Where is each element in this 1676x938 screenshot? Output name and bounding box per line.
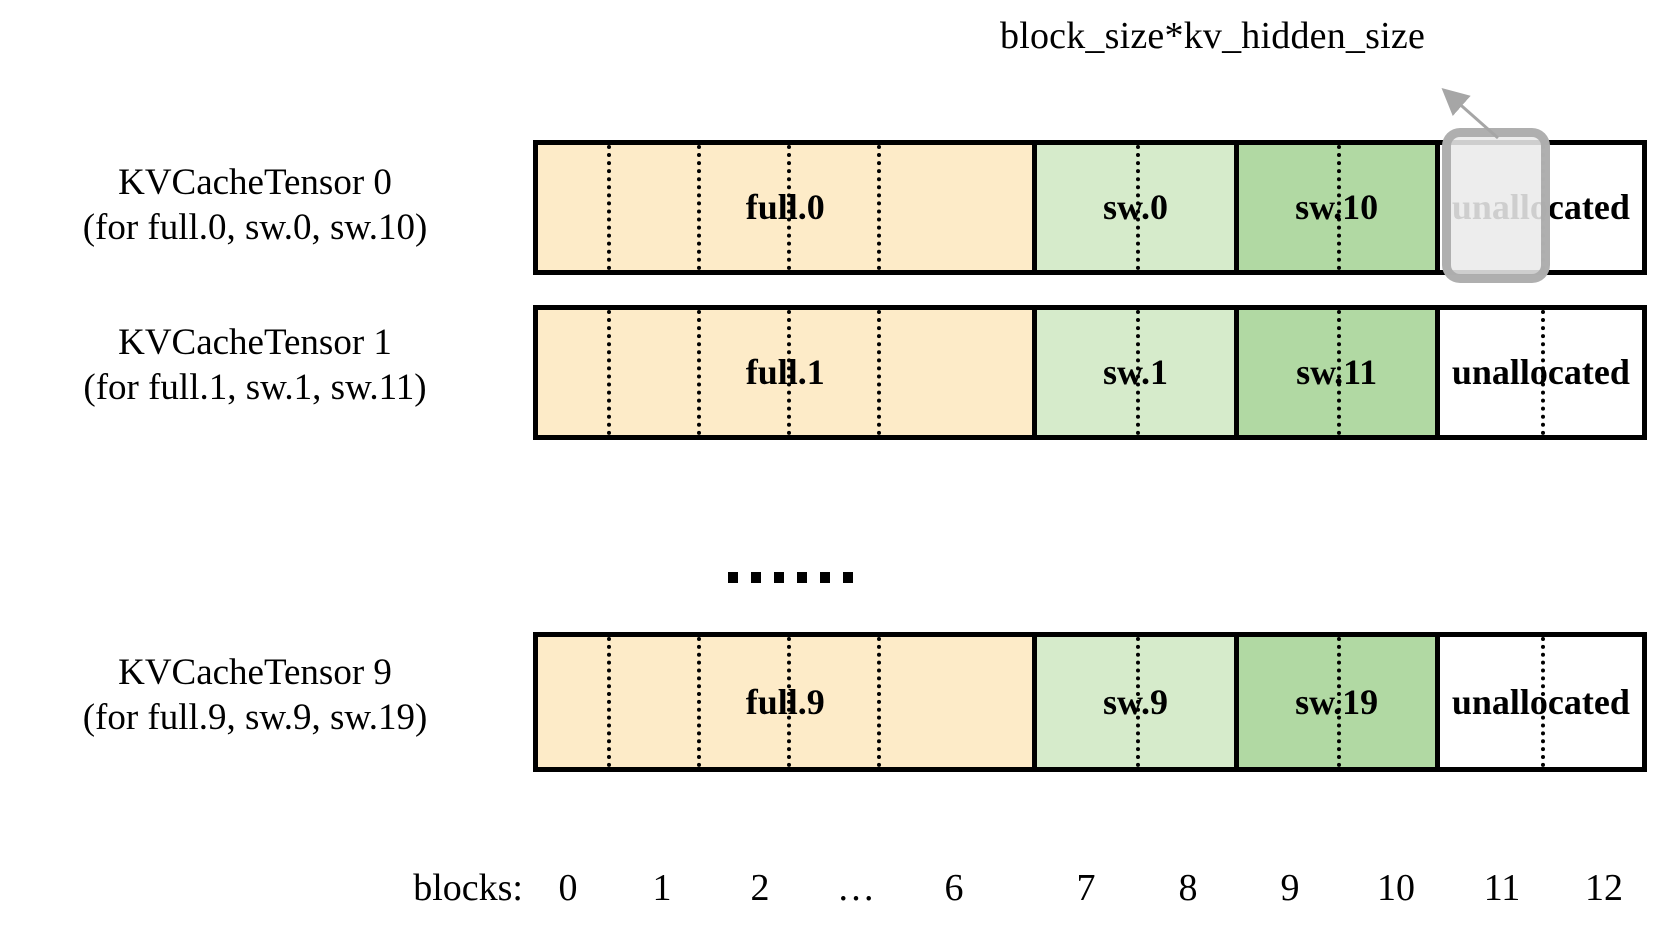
block-highlight-overlay[interactable] xyxy=(1442,128,1550,283)
row-label-line2: (for full.0, sw.0, sw.10) xyxy=(82,207,428,249)
row-label-line1: KVCacheTensor 0 xyxy=(118,162,392,203)
block-tick-8: 10 xyxy=(1377,867,1415,909)
arrow-up-left-icon xyxy=(1441,88,1499,140)
block-tick-3: … xyxy=(837,867,875,909)
ellipsis-dot xyxy=(751,572,761,583)
segment-unallocated-9[interactable]: unallocated xyxy=(1439,637,1642,767)
segment-label: sw.19 xyxy=(1295,681,1379,722)
segment-sw-dark-0[interactable]: sw.10 xyxy=(1238,145,1440,270)
tensor-bar-1: full.1 sw.1 sw.11 unallocated xyxy=(533,305,1647,440)
segment-label: full.9 xyxy=(745,681,825,722)
block-tick-9: 11 xyxy=(1483,867,1521,909)
ellipsis-dot xyxy=(774,572,784,583)
blocks-axis: blocks: 0 1 2 … 6 7 8 9 10 11 12 xyxy=(0,866,1676,922)
segment-label: full.0 xyxy=(745,187,825,228)
block-tick-5: 7 xyxy=(1076,867,1096,909)
block-tick-2: 2 xyxy=(750,867,770,909)
ellipsis-dot xyxy=(728,572,738,583)
ellipsis-dot xyxy=(820,572,830,583)
row-label-line1: KVCacheTensor 9 xyxy=(118,652,392,693)
row-label-kvcachetensor-0: KVCacheTensor 0 (for full.0, sw.0, sw.10… xyxy=(20,160,490,250)
segment-sw-light-9[interactable]: sw.9 xyxy=(1037,637,1239,767)
segment-unallocated-1[interactable]: unallocated xyxy=(1439,310,1642,435)
segment-label: unallocated xyxy=(1451,681,1630,722)
segment-full-1[interactable]: full.1 xyxy=(538,310,1038,435)
segment-sw-dark-1[interactable]: sw.11 xyxy=(1238,310,1440,435)
ellipsis-dot xyxy=(843,572,853,583)
row-label-line1: KVCacheTensor 1 xyxy=(118,322,392,363)
segment-label: full.1 xyxy=(745,352,825,393)
segment-sw-light-1[interactable]: sw.1 xyxy=(1037,310,1239,435)
segment-full-9[interactable]: full.9 xyxy=(538,637,1038,767)
segment-sw-dark-9[interactable]: sw.19 xyxy=(1238,637,1440,767)
row-label-kvcachetensor-9: KVCacheTensor 9 (for full.9, sw.9, sw.19… xyxy=(20,650,490,740)
block-tick-1: 1 xyxy=(652,867,672,909)
segment-sw-light-0[interactable]: sw.0 xyxy=(1037,145,1239,270)
segment-full-0[interactable]: full.0 xyxy=(538,145,1038,270)
segment-label: sw.10 xyxy=(1295,187,1379,228)
segment-label: unallocated xyxy=(1451,352,1630,393)
callout-label: block_size*kv_hidden_size xyxy=(1000,15,1426,57)
ellipsis-dot xyxy=(797,572,807,583)
row-label-line2: (for full.1, sw.1, sw.11) xyxy=(83,367,427,409)
segment-label: sw.9 xyxy=(1102,681,1169,722)
vertical-ellipsis xyxy=(728,572,853,583)
block-tick-7: 9 xyxy=(1280,867,1300,909)
tensor-bar-9: full.9 sw.9 sw.19 unallocated xyxy=(533,632,1647,772)
block-tick-10: 12 xyxy=(1585,867,1623,909)
block-tick-0: 0 xyxy=(558,867,578,909)
row-label-kvcachetensor-1: KVCacheTensor 1 (for full.1, sw.1, sw.11… xyxy=(20,320,490,410)
block-tick-6: 8 xyxy=(1178,867,1198,909)
block-tick-4: 6 xyxy=(944,867,964,909)
segment-label: sw.11 xyxy=(1296,352,1378,393)
row-label-line2: (for full.9, sw.9, sw.19) xyxy=(82,697,428,739)
segment-label: sw.1 xyxy=(1102,352,1169,393)
blocks-axis-title: blocks: xyxy=(413,867,523,909)
segment-label: sw.0 xyxy=(1102,187,1169,228)
